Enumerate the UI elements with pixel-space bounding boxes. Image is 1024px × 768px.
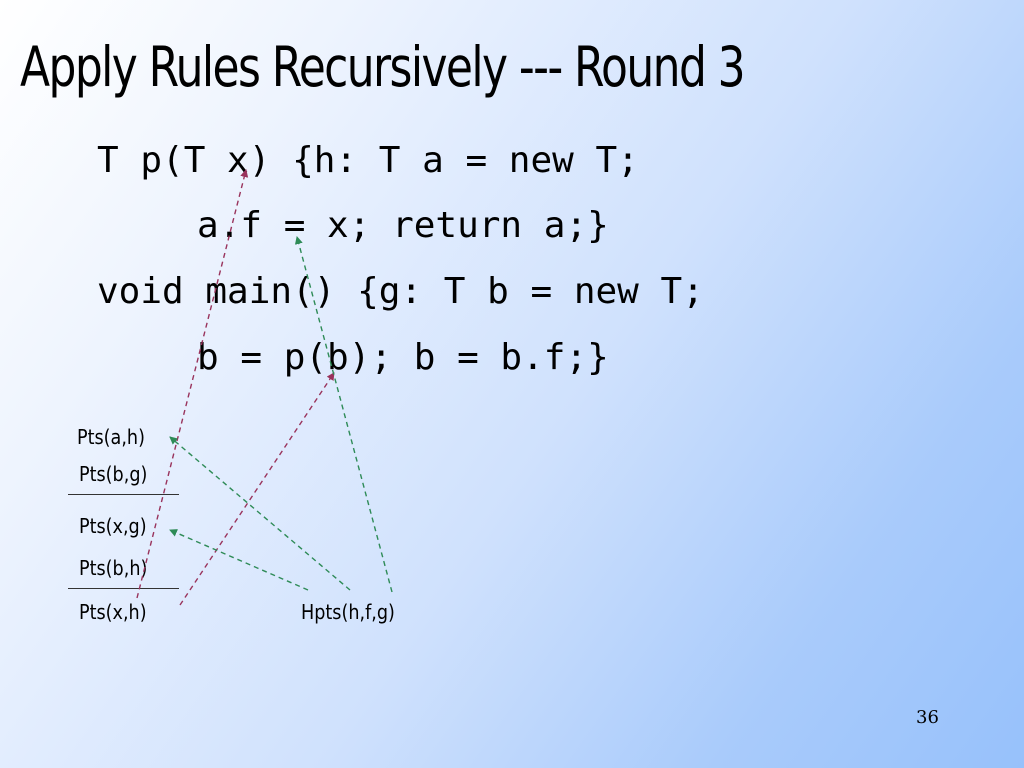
code-line-1: T p(T x) {h: T a = new T; — [97, 140, 639, 181]
fact-hpts-h-f-g: Hpts(h,f,g) — [301, 600, 395, 624]
code-line-4: b = p(b); b = b.f;} — [197, 337, 609, 378]
fact-pts-b-h: Pts(b,h) — [79, 556, 148, 580]
arrow-pts-x-h-to-call-b — [179, 372, 335, 606]
arrow-hpts-to-pts-a-h — [169, 436, 351, 591]
code-line-2: a.f = x; return a;} — [197, 205, 609, 246]
fact-pts-x-h: Pts(x,h) — [79, 600, 147, 624]
arrow-hpts-to-store-x — [294, 236, 393, 593]
fact-pts-a-h: Pts(a,h) — [77, 425, 145, 449]
page-number: 36 — [916, 707, 939, 728]
fact-pts-x-g: Pts(x,g) — [79, 514, 147, 538]
arrow-hpts-to-pts-x-g — [169, 529, 309, 591]
slide-title: Apply Rules Recursively --- Round 3 — [20, 35, 746, 99]
fact-divider-1 — [68, 494, 179, 495]
fact-pts-b-g: Pts(b,g) — [79, 462, 148, 486]
code-line-3: void main() {g: T b = new T; — [97, 271, 704, 312]
arrow-pts-b-h-to-param-x — [136, 169, 249, 599]
fact-divider-2 — [68, 588, 179, 589]
